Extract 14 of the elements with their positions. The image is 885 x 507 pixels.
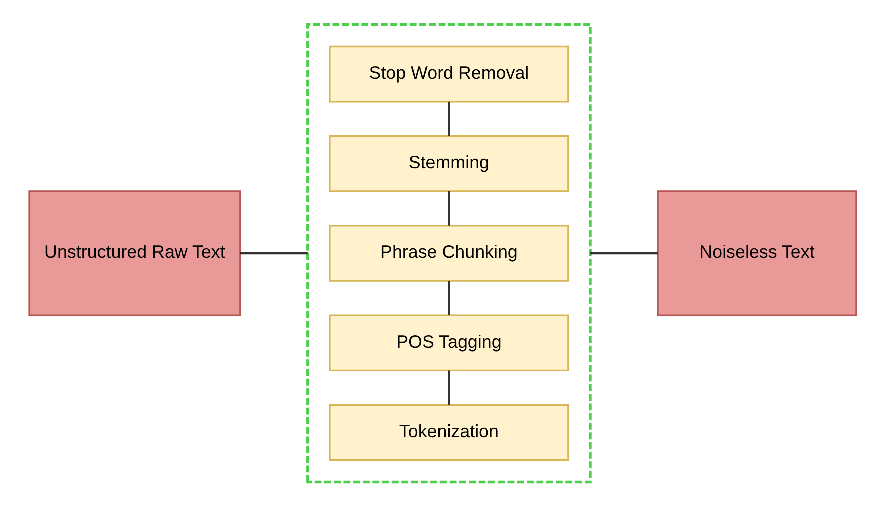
connector bbox=[590, 252, 658, 255]
connector bbox=[240, 252, 308, 255]
node-box: POS Tagging bbox=[328, 314, 569, 372]
connector bbox=[448, 192, 450, 226]
node-box: Unstructured Raw Text bbox=[28, 190, 241, 316]
node-box: Tokenization bbox=[328, 404, 569, 462]
node-box: Stemming bbox=[328, 136, 569, 192]
connector bbox=[448, 370, 450, 406]
connector bbox=[448, 281, 450, 316]
cluster bbox=[306, 23, 592, 484]
node-box: Noiseless Text bbox=[656, 190, 857, 316]
connector bbox=[448, 102, 450, 136]
node-box: Stop Word Removal bbox=[328, 46, 569, 103]
node-box: Phrase Chunking bbox=[328, 225, 569, 282]
